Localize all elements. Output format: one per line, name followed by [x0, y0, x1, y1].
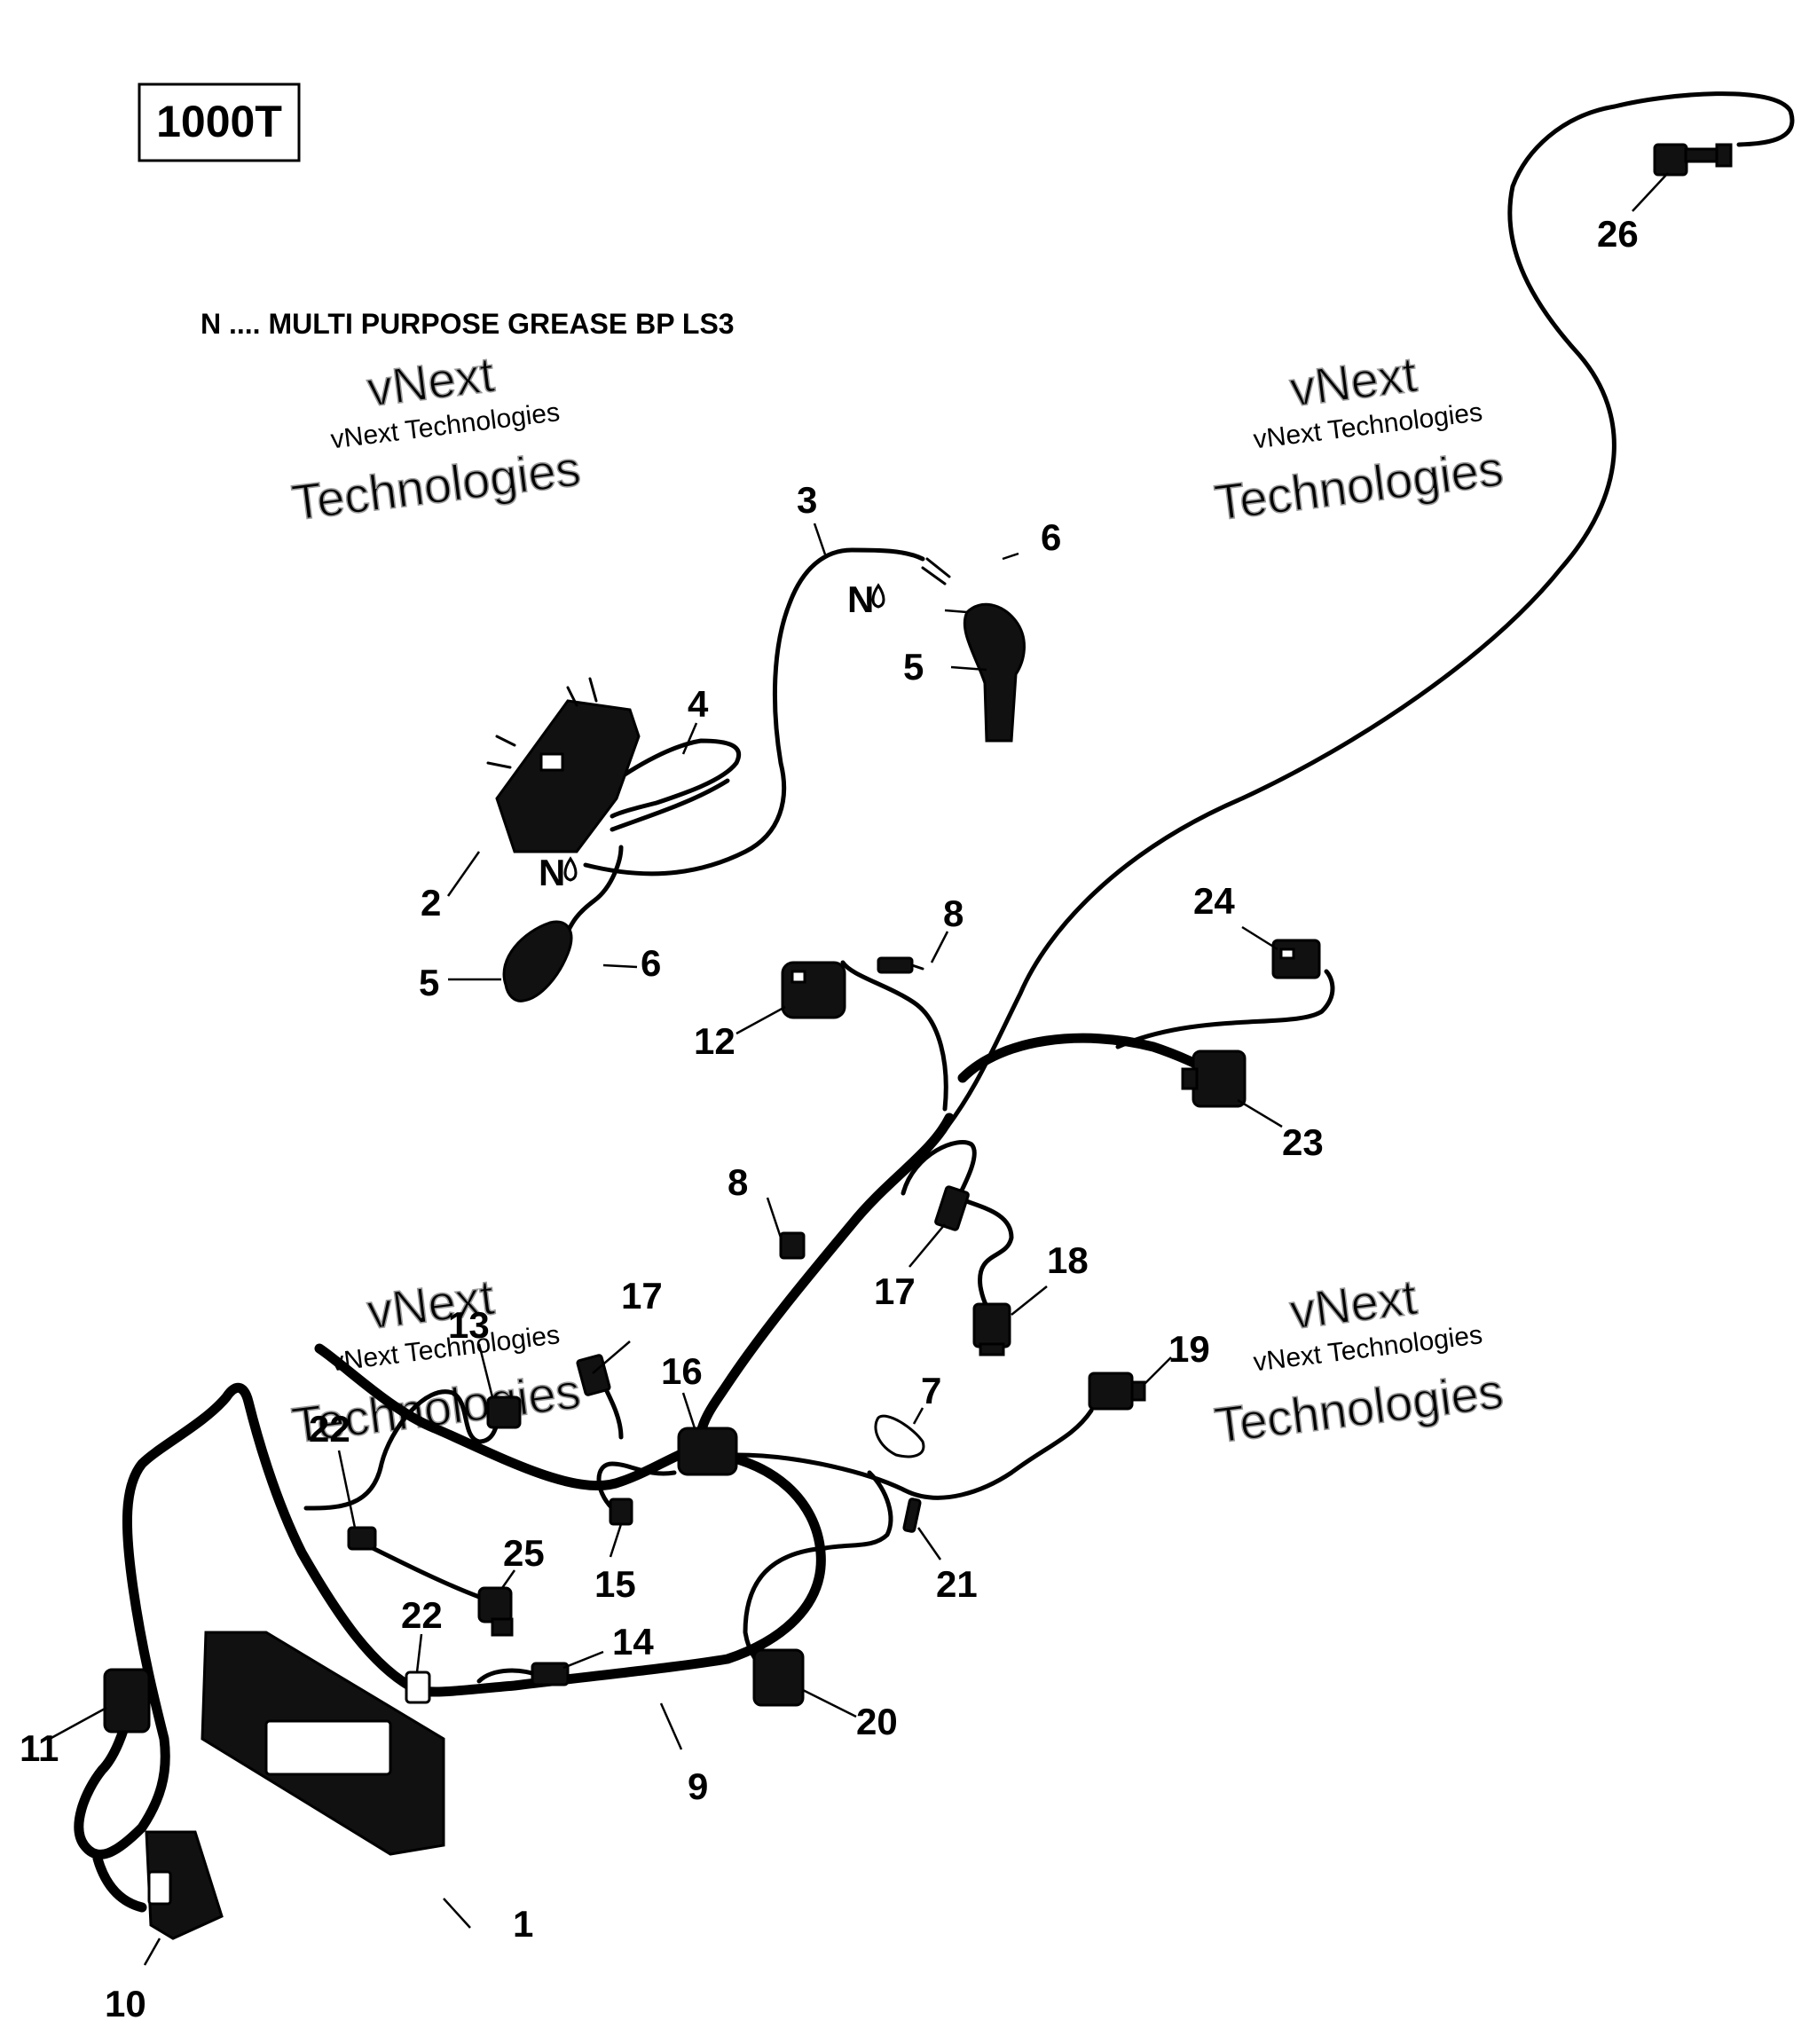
- callout-25: 25: [503, 1532, 545, 1574]
- connector-23: [1181, 1050, 1247, 1108]
- callout-5-lower: 5: [419, 962, 439, 1003]
- callout-17-left: 17: [621, 1275, 663, 1317]
- wire-to-24: [1115, 969, 1335, 1050]
- svg-text:vNext: vNext: [1286, 346, 1420, 417]
- spark-cap-5-lower: [502, 920, 573, 1002]
- wire-4: [601, 738, 741, 819]
- callout-26: 26: [1597, 213, 1639, 255]
- grease-marker-lower: N: [539, 852, 578, 893]
- svg-text:vNext: vNext: [1286, 1269, 1420, 1340]
- junction-16: [677, 1427, 738, 1476]
- callout-24: 24: [1193, 880, 1235, 922]
- connector-11: [103, 1668, 151, 1733]
- harness-lower-loop: [314, 1343, 706, 1490]
- callout-10: 10: [105, 1983, 146, 2024]
- connector-15: [609, 1498, 633, 1526]
- callout-2: 2: [421, 882, 441, 924]
- wire-to-19: [734, 1408, 1094, 1500]
- callout-16: 16: [661, 1350, 703, 1392]
- wire-to-17-left: [601, 1381, 624, 1440]
- callout-23: 23: [1282, 1121, 1324, 1163]
- wire-to-lower-cap: [565, 845, 624, 934]
- wire-3: [583, 547, 925, 877]
- harness-to-10: [92, 1853, 147, 1913]
- svg-text:vNext: vNext: [364, 1269, 497, 1340]
- svg-text:N: N: [847, 578, 874, 620]
- leader-lines: [49, 172, 1669, 1966]
- connector-12: [781, 961, 846, 1019]
- callout-14: 14: [612, 1621, 654, 1663]
- callout-12: 12: [694, 1020, 735, 1062]
- callout-20: 20: [856, 1701, 898, 1742]
- grease-drop-icon: [563, 856, 578, 882]
- ecu-1: [201, 1631, 445, 1856]
- main-harness-trunk: [691, 1112, 955, 1460]
- grease-marker-upper: N: [847, 578, 885, 620]
- callout-5-upper: 5: [903, 646, 924, 688]
- model-label: 1000T: [156, 97, 282, 146]
- bracket-10: [145, 1830, 224, 1940]
- callout-17-right: 17: [874, 1270, 916, 1312]
- callout-21: 21: [936, 1563, 978, 1605]
- wire-to-26: [938, 91, 1795, 1138]
- callout-6-lower: 6: [641, 942, 661, 984]
- wire-to-13: [303, 1389, 504, 1511]
- grease-legend: N .... MULTI PURPOSE GREASE BP LS3: [201, 308, 735, 340]
- callout-22-upper: 22: [309, 1408, 350, 1450]
- callout-3: 3: [797, 479, 817, 521]
- callout-11: 11: [20, 1727, 59, 1769]
- connector-17-left: [576, 1354, 611, 1396]
- grease-drop-icon: [871, 583, 885, 609]
- callout-8-upper: 8: [943, 892, 964, 934]
- callout-4: 4: [688, 683, 709, 725]
- fuse-8-upper: [877, 956, 924, 974]
- seal-6-upper: [921, 557, 951, 586]
- connector-20: [752, 1648, 805, 1707]
- model-box: 1000T: [138, 83, 301, 162]
- clip-21: [902, 1498, 922, 1533]
- sensor-25: [477, 1586, 514, 1637]
- wire-to-21: [822, 1470, 893, 1551]
- tie-22-lower: [405, 1671, 431, 1704]
- connector-19: [1088, 1372, 1146, 1411]
- callout-22-lower: 22: [401, 1594, 443, 1636]
- watermark-top-left: vNext vNext Technologies Technologies: [288, 345, 585, 531]
- callout-8-lower: 8: [728, 1161, 748, 1203]
- callout-labels: 1 2 3 4 5 5 6 6 7 8 8 9 10 11 12 13 14 1…: [20, 213, 1639, 2024]
- svg-text:vNext: vNext: [364, 346, 497, 417]
- wire-to-12: [840, 960, 948, 1112]
- cap-7: [874, 1414, 925, 1458]
- switch-housing-2: [486, 677, 641, 853]
- callout-13: 13: [448, 1304, 490, 1346]
- svg-text:N: N: [539, 852, 565, 893]
- callout-6-upper: 6: [1041, 516, 1061, 558]
- callout-15: 15: [594, 1563, 636, 1605]
- watermark-top-right: vNext vNext Technologies Technologies: [1211, 345, 1507, 531]
- callout-9: 9: [688, 1765, 708, 1807]
- connector-18: [972, 1302, 1011, 1356]
- wire-4b: [610, 778, 730, 832]
- wire-to-17-18: [901, 1139, 1014, 1333]
- callout-19: 19: [1168, 1328, 1210, 1370]
- connector-14: [531, 1662, 570, 1686]
- callout-18: 18: [1047, 1239, 1089, 1281]
- harness-to-ecu-loop: [74, 1382, 826, 1859]
- connector-26: [1653, 143, 1733, 177]
- callout-7: 7: [921, 1370, 941, 1411]
- fuse-8-lower: [779, 1231, 806, 1260]
- connector-13: [486, 1395, 522, 1429]
- tie-22-upper: [347, 1526, 377, 1551]
- wire-to-15: [596, 1461, 677, 1511]
- connector-24: [1271, 939, 1321, 979]
- callout-1: 1: [513, 1903, 533, 1945]
- watermark-bottom-right: vNext vNext Technologies Technologies: [1211, 1268, 1507, 1454]
- spark-cap-5-upper: [963, 602, 1026, 743]
- connector-17-right: [934, 1185, 970, 1231]
- harness-branch-23: [957, 1033, 1221, 1083]
